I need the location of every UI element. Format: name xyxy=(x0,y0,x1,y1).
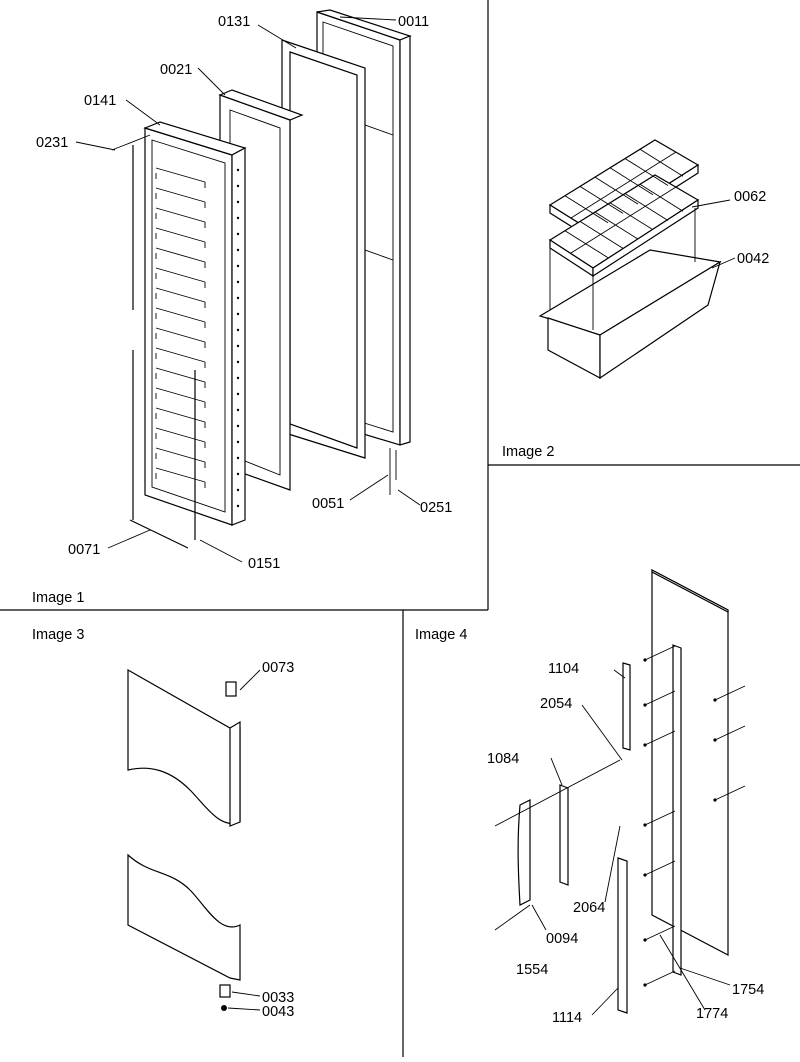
callout-0141: 0141 xyxy=(84,93,116,109)
image2-tray-grid xyxy=(564,148,684,259)
image3-drawing xyxy=(127,668,261,1011)
image2-caption: Image 2 xyxy=(502,444,554,460)
image1-leaders xyxy=(75,16,421,563)
callout-0011: 0011 xyxy=(398,14,429,30)
image3-caption: Image 3 xyxy=(32,627,84,643)
callout-0094: 0094 xyxy=(546,931,578,947)
callout-0033: 0033 xyxy=(262,990,294,1006)
callout-0042: 0042 xyxy=(737,251,769,267)
callout-0231: 0231 xyxy=(36,135,68,151)
callout-0021: 0021 xyxy=(160,62,192,78)
callout-1084: 1084 xyxy=(487,751,519,767)
callout-2064: 2064 xyxy=(573,900,605,916)
callout-0043: 0043 xyxy=(262,1004,294,1020)
callout-2054: 2054 xyxy=(540,696,572,712)
callout-0073: 0073 xyxy=(262,660,294,676)
image4-caption: Image 4 xyxy=(415,627,467,643)
callout-0251: 0251 xyxy=(420,500,452,516)
callout-1774: 1774 xyxy=(696,1006,728,1022)
image1-drawing xyxy=(143,9,412,526)
callout-1754: 1754 xyxy=(732,982,764,998)
image1-caption: Image 1 xyxy=(32,590,84,606)
callout-1114: 1114 xyxy=(552,1010,582,1026)
callout-0051: 0051 xyxy=(312,496,344,512)
callout-0151: 0151 xyxy=(248,556,280,572)
callout-1104: 1104 xyxy=(548,661,579,677)
image1-shelf-rows xyxy=(155,167,240,508)
image1-rods xyxy=(111,134,397,549)
callout-0062: 0062 xyxy=(734,189,766,205)
callout-0131: 0131 xyxy=(218,14,250,30)
image4-drawing xyxy=(494,569,746,1016)
callout-0071: 0071 xyxy=(68,542,100,558)
image2-drawing xyxy=(538,139,736,380)
callout-1554: 1554 xyxy=(516,962,548,978)
